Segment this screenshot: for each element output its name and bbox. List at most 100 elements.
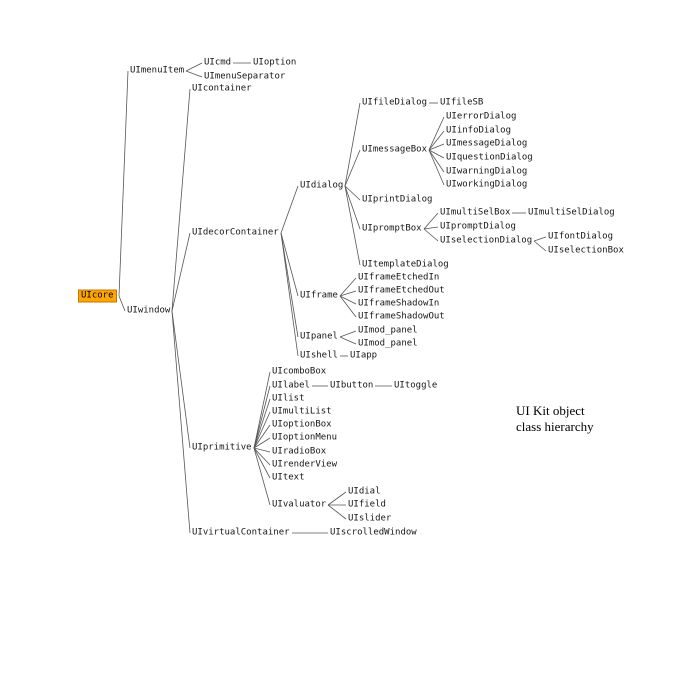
edge-UImenuItem-UImenuSeparator: [185, 70, 203, 78]
edge-UIdialog-UIprintDialog: [344, 185, 361, 201]
node-UImultiList: UImultiList: [272, 406, 332, 417]
node-UIcomboBox: UIcomboBox: [272, 366, 327, 377]
edge-UIcore-UImenuItem: [118, 70, 129, 297]
node-UIcontainer: UIcontainer: [192, 83, 252, 94]
node-UIprintDialog: UIprintDialog: [362, 194, 433, 205]
edge-UIprimitive-UIrenderView: [253, 447, 271, 466]
edge-UIpromptBox-UIpromptDialog: [423, 226, 439, 230]
edge-UImessageBox-UIquestionDialog: [428, 149, 445, 159]
edge-UIpromptBox-UImultiSelBox: [423, 212, 439, 230]
node-UIapp: UIapp: [350, 350, 378, 361]
node-UIdialog: UIdialog: [300, 180, 344, 191]
edge-UIframe-UIframeEtchedIn: [339, 277, 357, 297]
node-UIwindow: UIwindow: [127, 305, 171, 316]
node-UIpromptDialog: UIpromptDialog: [440, 221, 516, 232]
node-UIframe: UIframe: [300, 290, 338, 301]
node-UIoptionBox: UIoptionBox: [272, 419, 332, 430]
node-UIwarningDialog: UIwarningDialog: [446, 166, 528, 177]
edge-UIselectionDialog-UIfontDialog: [533, 236, 547, 242]
node-UIerrorDialog: UIerrorDialog: [446, 111, 517, 122]
edge-UImessageBox-UIinfoDialog: [428, 130, 445, 151]
edge-UIprimitive-UItext: [253, 447, 271, 479]
edge-UIvaluator-UIslider: [327, 504, 347, 520]
edge-UIdecorContainer-UIshell: [280, 232, 299, 357]
node-UImessageBox: UImessageBox: [362, 144, 428, 155]
edge-UImessageBox-UIwarningDialog: [428, 149, 445, 173]
node-UIfield: UIfield: [348, 499, 386, 510]
node-UImenuSeparator: UImenuSeparator: [204, 71, 286, 82]
node-UIdial: UIdial: [348, 486, 381, 497]
node-UIoption: UIoption: [253, 57, 297, 68]
node-UIprimitive: UIprimitive: [192, 442, 252, 453]
edge-UIprimitive-UIcomboBox: [253, 371, 271, 449]
edge-UIdecorContainer-UIdialog: [280, 185, 299, 234]
node-UImultiSelDialog: UImultiSelDialog: [528, 207, 615, 218]
edge-UIprimitive-UImultiList: [253, 411, 271, 449]
node-UIquestionDialog: UIquestionDialog: [446, 152, 533, 163]
edge-UIpanel-UImod_panel1: [339, 330, 357, 338]
node-UIframeEtchedOut: UIframeEtchedOut: [358, 285, 445, 296]
edge-UIprimitive-UIoptionBox: [253, 424, 271, 449]
caption-line-2: class hierarchy: [516, 419, 594, 434]
node-UImod_panel2: UImod_panel: [358, 338, 418, 349]
node-UIselectionDialog: UIselectionDialog: [440, 235, 533, 246]
edge-UIwindow-UIvirtualContainer: [171, 310, 191, 534]
node-UIrenderView: UIrenderView: [272, 459, 338, 470]
edge-UIprimitive-UIlist: [253, 398, 271, 449]
node-UIselectionBox: UIselectionBox: [548, 245, 624, 256]
edge-UIselectionDialog-UIselectionBox: [533, 240, 547, 252]
node-UIlabel: UIlabel: [272, 380, 310, 391]
node-UItoggle: UItoggle: [394, 380, 438, 391]
node-UItext: UItext: [272, 472, 305, 483]
caption-line-1: UI Kit object: [516, 403, 585, 418]
node-UIslider: UIslider: [348, 513, 392, 524]
edge-UIdialog-UIfileDialog: [344, 102, 361, 187]
node-UIpromptBox: UIpromptBox: [362, 223, 422, 234]
node-UIworkingDialog: UIworkingDialog: [446, 179, 528, 190]
edge-UIwindow-UIdecorContainer: [171, 232, 191, 312]
node-UIoptionMenu: UIoptionMenu: [272, 432, 338, 443]
edge-UImessageBox-UIerrorDialog: [428, 116, 445, 151]
node-UIframeShadowIn: UIframeShadowIn: [358, 298, 440, 309]
edge-UIprimitive-UIlabel: [253, 385, 271, 449]
edge-UIprimitive-UIoptionMenu: [253, 437, 271, 449]
edge-UIdialog-UImessageBox: [344, 149, 361, 187]
node-UIvirtualContainer: UIvirtualContainer: [192, 527, 290, 538]
node-UIcore: UIcore: [78, 289, 117, 303]
diagram-caption: UI Kit object class hierarchy: [516, 403, 594, 435]
edge-UImessageBox-UImessageDialog: [428, 143, 445, 151]
edge-UIprimitive-UIvaluator: [253, 447, 271, 506]
node-UImultiSelBox: UImultiSelBox: [440, 207, 511, 218]
edge-UIdecorContainer-UIframe: [280, 232, 299, 297]
edge-UIpromptBox-UIselectionDialog: [423, 228, 439, 242]
edge-UIframe-UIframeEtchedOut: [339, 290, 357, 297]
node-UIdecorContainer: UIdecorContainer: [192, 227, 279, 238]
node-UImod_panel1: UImod_panel: [358, 325, 418, 336]
edge-UIwindow-UIcontainer: [171, 88, 191, 312]
node-UIcmd: UIcmd: [204, 57, 232, 68]
edge-UIdecorContainer-UIpanel: [280, 232, 299, 338]
node-UIradioBox: UIradioBox: [272, 446, 327, 457]
node-UIvaluator: UIvaluator: [272, 499, 327, 510]
node-UImenuItem: UImenuItem: [130, 65, 185, 76]
edge-UIcore-UIwindow: [118, 295, 126, 312]
node-UIlist: UIlist: [272, 393, 305, 404]
node-UIshell: UIshell: [300, 350, 338, 361]
node-UIscrolledWindow: UIscrolledWindow: [330, 527, 417, 538]
node-UIbutton: UIbutton: [330, 380, 374, 391]
node-UIinfoDialog: UIinfoDialog: [446, 125, 512, 136]
edge-UIframe-UIframeShadowIn: [339, 295, 357, 305]
node-UIfileDialog: UIfileDialog: [362, 97, 428, 108]
node-UImessageDialog: UImessageDialog: [446, 138, 528, 149]
node-UIframeShadowOut: UIframeShadowOut: [358, 311, 445, 322]
edge-UIprimitive-UIradioBox: [253, 447, 271, 453]
node-UIfontDialog: UIfontDialog: [548, 231, 614, 242]
node-UIfileSB: UIfileSB: [440, 97, 484, 108]
node-UIpanel: UIpanel: [300, 331, 338, 342]
edge-UIdialog-UIpromptBox: [344, 185, 361, 230]
edge-UIdialog-UItemplateDialog: [344, 185, 361, 266]
edge-UImenuItem-UIcmd: [185, 62, 203, 72]
node-UItemplateDialog: UItemplateDialog: [362, 259, 449, 270]
